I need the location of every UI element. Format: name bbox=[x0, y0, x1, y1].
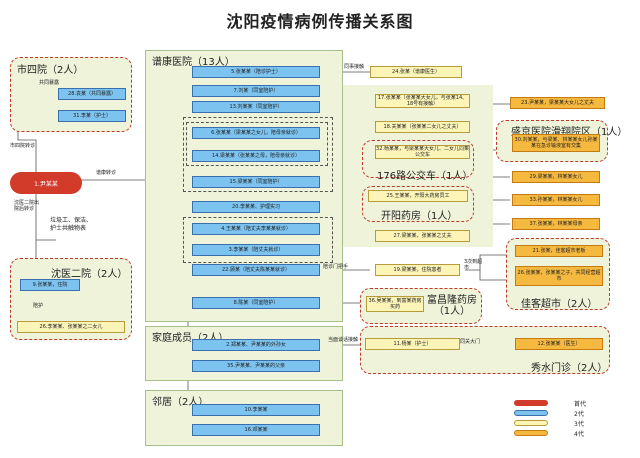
edge-label-menzhen: 共同关大门 bbox=[455, 339, 481, 345]
node-35: 35.尹某某、尹某某的父亲 bbox=[192, 360, 320, 372]
node-10: 10.李某某 bbox=[192, 404, 320, 416]
group-shengjing-label: 盛京医院滑翔院区（1人） bbox=[511, 127, 628, 138]
group-jiake-label: 佳客超市（2人） bbox=[521, 299, 598, 310]
edge-label-guanlian: 陪诊门把手 bbox=[323, 264, 349, 270]
node-11: 11.杨某（护士） bbox=[365, 338, 460, 350]
group-jiating-label: 家庭成员（2人） bbox=[152, 333, 229, 344]
node-17: 17.张某某（张某某大女儿，与张某14、18号有接触） bbox=[375, 94, 470, 108]
group-shisi: 市四院（2人） 共同暴露 28.袁某（共同暴露） 31.李某（护士） bbox=[10, 57, 132, 132]
group-pukang-label: 谱康医院（13人） bbox=[152, 57, 235, 68]
legend-swatch bbox=[514, 430, 548, 436]
legend-swatch bbox=[514, 400, 548, 406]
node-7: 7.刘某（同室陪护） bbox=[192, 85, 320, 97]
family-cluster-3-4 bbox=[183, 217, 333, 263]
node-21: 21.张某，佳客超市老板 bbox=[515, 245, 603, 257]
node-2: 2.郑某某、尹某某的外孙女 bbox=[192, 339, 320, 351]
node-15: 15.梁某某（同室陪护） bbox=[192, 176, 320, 188]
edge-label-tongjian: 同事接触 bbox=[344, 64, 365, 70]
group-fuchang-label: 富昌隆药房（1人） bbox=[427, 295, 477, 317]
family-cluster-6-14 bbox=[183, 117, 333, 192]
legend-swatch bbox=[514, 420, 548, 426]
edge-label-chaoshi: 3次到超市 bbox=[464, 259, 483, 271]
node-24: 24.张某（谱康医生） bbox=[370, 66, 462, 78]
node-32: 32.杨某某，与梁某某大女儿、二女儿同乘公交车 bbox=[375, 145, 470, 159]
node-8: 8.陈某（同室陪护） bbox=[192, 297, 320, 309]
node-20: 20.李某某、护理实习 bbox=[192, 201, 320, 213]
legend-item: 首代 bbox=[514, 400, 610, 408]
node-19: 19.梁某某，住院患者 bbox=[375, 264, 460, 276]
legend-swatch bbox=[514, 410, 548, 416]
group-bus-label: 176路公交车（1人） bbox=[377, 171, 473, 182]
node-23: 23.尹某某，梁某某大女儿之丈夫 bbox=[510, 97, 605, 109]
group-linju-label: 邻居（2人） bbox=[152, 397, 209, 408]
edge-label-shisi-zhuanzhen: 市四院转诊 bbox=[10, 143, 36, 149]
edge-label-pukang: 谱康转诊 bbox=[96, 170, 117, 176]
node-29: 29.梁某某，林某某女儿 bbox=[512, 171, 600, 183]
node-25: 25.王某某，开阳大药房员工 bbox=[368, 190, 468, 202]
node-28: 28.袁某（共同暴露） bbox=[58, 88, 126, 100]
group-jiating: 家庭成员（2人） bbox=[145, 326, 343, 381]
node-30: 30.刘某某，与梁某、林某某女儿孙某某在急诊输液室有交集 bbox=[512, 134, 600, 152]
node-27: 27.梁某某，张某某之丈夫 bbox=[375, 230, 470, 242]
legend: 首代 2代 3代 4代 bbox=[514, 400, 610, 440]
node-14: 14.梁某某（张某某之母，陪母亲就诊） bbox=[192, 150, 320, 162]
group-shisi-label: 市四院（2人） bbox=[17, 65, 84, 76]
node-3: 3.李某某（陪丈夫就诊） bbox=[192, 244, 320, 256]
group-shener: 沈医二院（2人） 9.张某某，住院 陪护 26.李某某、张某某之二女儿 bbox=[10, 258, 132, 340]
group-xiushui: 秀水门诊（2人） 共同关大门 bbox=[360, 326, 610, 374]
edge-label-shener: 沈医二院出院后转诊 bbox=[14, 200, 40, 212]
node-16: 16.邓某某 bbox=[192, 424, 320, 436]
edge-label-shengmian: 当面谈话接触 bbox=[328, 337, 359, 343]
legend-label: 首代 bbox=[574, 401, 587, 408]
legend-label: 2代 bbox=[574, 411, 584, 418]
page-title: 沈阳疫情病例传播关系图 bbox=[226, 12, 414, 31]
edge-label-gongyou: 垃圾工、保洁、护士共触物表 bbox=[50, 217, 93, 232]
node-33: 33.孙某某，林某某女儿 bbox=[512, 194, 600, 206]
edge-label-jianhu: 陪护 bbox=[33, 303, 44, 309]
node-36: 36.吴某某，到富某药房买药 bbox=[366, 296, 424, 312]
group-shener-label: 沈医二院（2人） bbox=[51, 269, 128, 280]
node-26b: 26.张某某，张某某之子，共同经营超市 bbox=[515, 266, 603, 286]
node-13: 13.刘某某（同室陪护） bbox=[192, 101, 320, 113]
legend-item: 4代 bbox=[514, 430, 610, 438]
legend-label: 3代 bbox=[574, 421, 584, 428]
group-kaiyang-label: 开阳药房（1人） bbox=[381, 211, 458, 222]
edge-label-gongtong: 共同暴露 bbox=[39, 80, 60, 86]
legend-item: 2代 bbox=[514, 410, 610, 418]
node-12: 12.张某某（医生） bbox=[515, 338, 603, 350]
node-22: 22.顾某（陪丈夫陈某某就诊） bbox=[192, 264, 320, 276]
node-37: 37.张某某，林某某母亲 bbox=[512, 218, 600, 230]
root-node: 1.尹某某 bbox=[10, 172, 82, 194]
legend-item: 3代 bbox=[514, 420, 610, 428]
node-4: 4.王某某（陪丈夫李某某就诊） bbox=[192, 223, 320, 235]
node-5: 5.张某某（陪诊护士） bbox=[192, 66, 320, 78]
family-inner-6-14 bbox=[186, 122, 328, 166]
legend-label: 4代 bbox=[574, 431, 584, 438]
group-linju: 邻居（2人） bbox=[145, 390, 343, 446]
node-31: 31.李某（护士） bbox=[58, 110, 126, 122]
node-9: 9.张某某，住院 bbox=[20, 279, 80, 291]
node-18: 18.关某某（张某某二女儿之丈夫） bbox=[375, 121, 470, 133]
group-xiushui-label: 秀水门诊（2人） bbox=[531, 363, 608, 374]
node-6: 6.张某某（梁某某之女儿，陪母亲就诊） bbox=[192, 127, 320, 139]
node-26: 26.李某某、张某某之二女儿 bbox=[17, 321, 125, 333]
